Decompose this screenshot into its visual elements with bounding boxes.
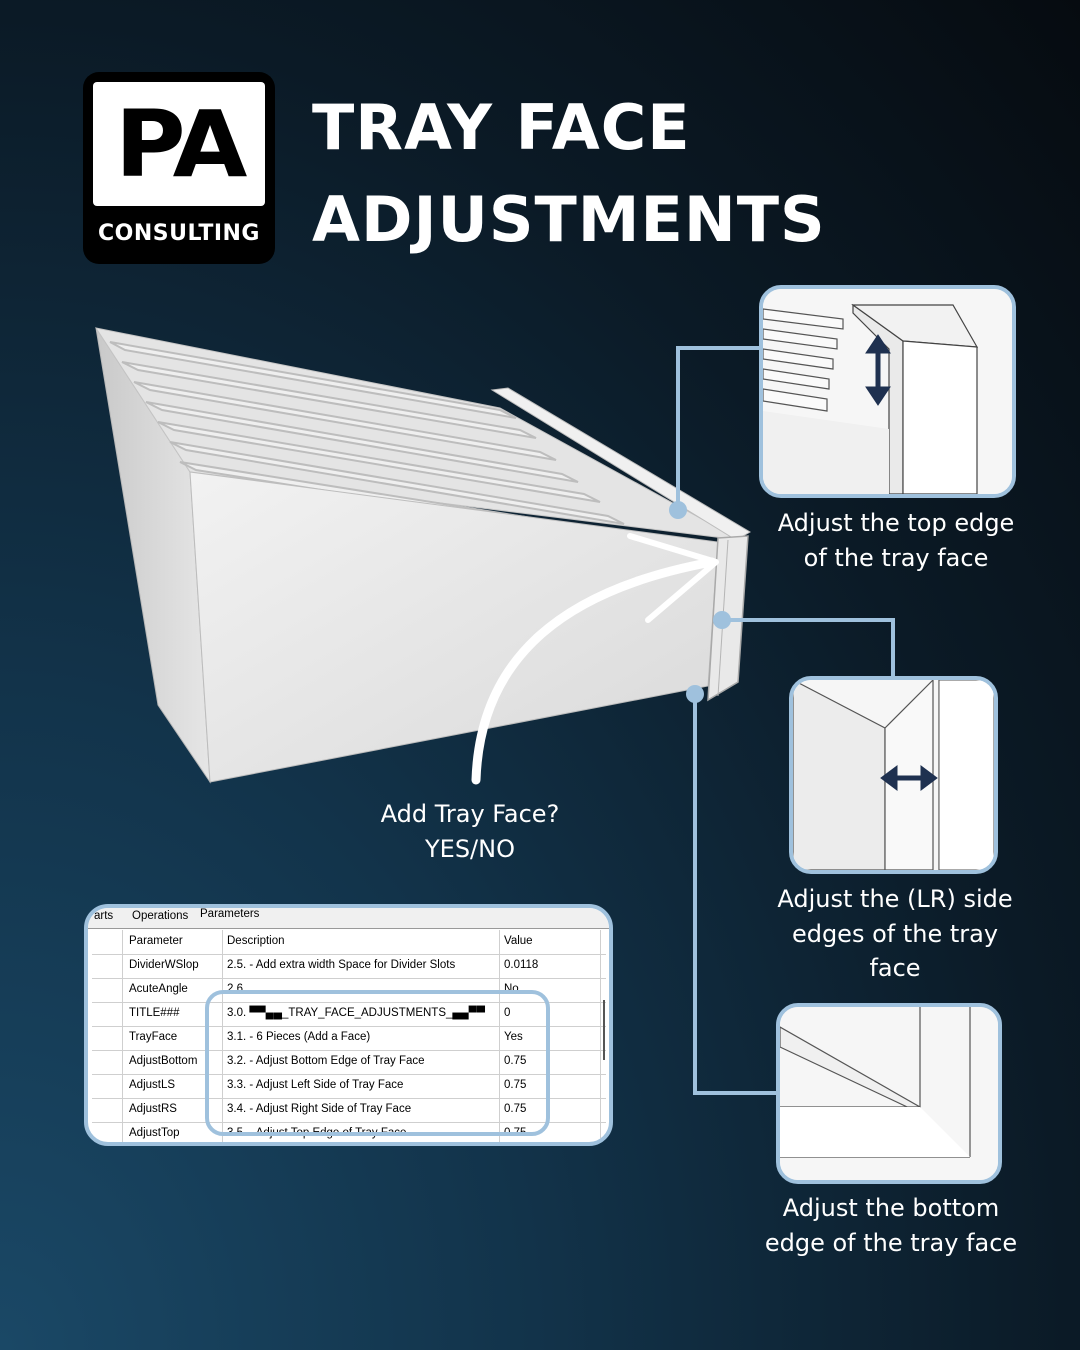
parameters-panel: arts Operations Parameters Parameter Des… bbox=[84, 904, 613, 1146]
row-value[interactable]: Yes bbox=[504, 1031, 523, 1043]
table-row[interactable]: TrayFace 3.1. - 6 Pieces (Add a Face) Ye… bbox=[92, 1026, 606, 1051]
header-description[interactable]: Description bbox=[227, 935, 285, 947]
row-parameter: AdjustRS bbox=[129, 1103, 177, 1115]
title-line-2: ADJUSTMENTS bbox=[312, 183, 826, 256]
inset-side-edges bbox=[789, 676, 998, 874]
add-tray-face-question: Add Tray Face? YES/NO bbox=[360, 797, 580, 867]
table-row[interactable]: AdjustBottom 3.2. - Adjust Bottom Edge o… bbox=[92, 1050, 606, 1075]
tab-parts[interactable]: arts bbox=[94, 910, 114, 922]
row-value[interactable]: 0 bbox=[504, 1007, 511, 1019]
caption-bottom-line-2: edge of the tray face bbox=[764, 1228, 1018, 1257]
tab-strip: arts Operations Parameters bbox=[88, 908, 609, 929]
tab-operations[interactable]: Operations bbox=[132, 910, 189, 922]
row-parameter: AdjustBottom bbox=[129, 1055, 198, 1067]
caption-sides-line-3: face bbox=[869, 954, 921, 982]
tray-dividers bbox=[109, 341, 649, 543]
row-parameter: TITLE### bbox=[129, 1007, 180, 1019]
caption-top-edge: Adjust the top edge of the tray face bbox=[756, 506, 1036, 575]
tray-face-rows-highlight bbox=[205, 990, 550, 1136]
table-row[interactable]: DividerWSlop 2.5. - Add extra width Spac… bbox=[92, 954, 606, 979]
bottom-edge-detail bbox=[780, 1007, 998, 1180]
row-description: 3.4. - Adjust Right Side of Tray Face bbox=[227, 1103, 412, 1115]
title-line-1: TRAY FACE bbox=[312, 91, 691, 164]
tab-parameters[interactable]: Parameters bbox=[200, 908, 260, 920]
logo-mark-box: PA bbox=[93, 82, 265, 206]
top-edge-detail bbox=[763, 289, 1012, 494]
scrollbar-thumb[interactable] bbox=[603, 1000, 605, 1060]
vertical-double-arrow bbox=[865, 334, 891, 406]
curved-arrow bbox=[471, 557, 717, 785]
row-description: 3.0. ▀▀▄▄_TRAY_FACE_ADJUSTMENTS_▄▄▀▀ bbox=[227, 1007, 485, 1019]
logo-subtitle: CONSULTING bbox=[97, 221, 260, 246]
table-row[interactable]: AdjustLS 3.3. - Adjust Left Side of Tray… bbox=[92, 1074, 606, 1099]
caption-bottom-line-1: Adjust the bottom bbox=[782, 1194, 1000, 1222]
caption-bottom-edge: Adjust the bottom edge of the tray face bbox=[756, 1191, 1026, 1260]
row-description: 3.2. - Adjust Bottom Edge of Tray Face bbox=[227, 1055, 425, 1067]
row-parameter: AcuteAngle bbox=[129, 983, 188, 995]
header-parameter[interactable]: Parameter bbox=[129, 935, 183, 947]
tray-back-rail bbox=[490, 387, 751, 541]
question-line-2: YES/NO bbox=[425, 835, 515, 863]
connector-dot-bottom bbox=[686, 685, 704, 703]
callout-connectors bbox=[676, 346, 895, 1095]
table-row[interactable]: TITLE### 3.0. ▀▀▄▄_TRAY_FACE_ADJUSTMENTS… bbox=[92, 1002, 606, 1027]
table-row[interactable]: AdjustTop 3.5. - Adjust Top Edge of Tray… bbox=[92, 1122, 606, 1142]
caption-top-line-1: Adjust the top edge bbox=[777, 509, 1015, 537]
row-value[interactable]: 0.75 bbox=[504, 1055, 527, 1067]
header-value[interactable]: Value bbox=[504, 935, 533, 947]
row-parameter: TrayFace bbox=[129, 1031, 178, 1043]
row-description: 2.5. - Add extra width Space for Divider… bbox=[227, 959, 456, 971]
row-value[interactable]: 0.0118 bbox=[504, 959, 539, 971]
row-value[interactable]: 0.75 bbox=[504, 1103, 527, 1115]
row-parameter: AdjustLS bbox=[129, 1079, 176, 1091]
tray-front-panel bbox=[189, 471, 719, 783]
pa-consulting-logo: PA CONSULTING bbox=[83, 72, 275, 264]
arrow-head bbox=[627, 533, 719, 623]
logo-mark: PA bbox=[114, 90, 247, 198]
row-description: 3.3. - Adjust Left Side of Tray Face bbox=[227, 1079, 404, 1091]
table-header: Parameter Description Value bbox=[92, 930, 606, 955]
row-value[interactable]: 0.75 bbox=[504, 1079, 527, 1091]
inset-top-edge bbox=[759, 285, 1016, 498]
caption-sides-line-1: Adjust the (LR) side bbox=[777, 885, 1013, 913]
caption-top-line-2: of the tray face bbox=[803, 543, 989, 572]
page-title: TRAY FACE ADJUSTMENTS bbox=[312, 82, 1012, 266]
horizontal-double-arrow bbox=[880, 765, 938, 791]
inset-bottom-edge bbox=[776, 1003, 1002, 1184]
connector-dot-top bbox=[669, 501, 687, 519]
row-parameter: DividerWSlop bbox=[129, 959, 199, 971]
table-row[interactable]: AdjustRS 3.4. - Adjust Right Side of Tra… bbox=[92, 1098, 606, 1123]
caption-sides-line-2: edges of the tray bbox=[791, 919, 999, 948]
row-description: 3.1. - 6 Pieces (Add a Face) bbox=[227, 1031, 371, 1043]
connector-dot-side bbox=[713, 611, 731, 629]
side-edge-detail bbox=[793, 680, 994, 870]
row-parameter: AdjustTop bbox=[129, 1127, 180, 1139]
caption-side-edges: Adjust the (LR) side edges of the tray f… bbox=[770, 882, 1020, 986]
question-line-1: Add Tray Face? bbox=[380, 800, 560, 828]
